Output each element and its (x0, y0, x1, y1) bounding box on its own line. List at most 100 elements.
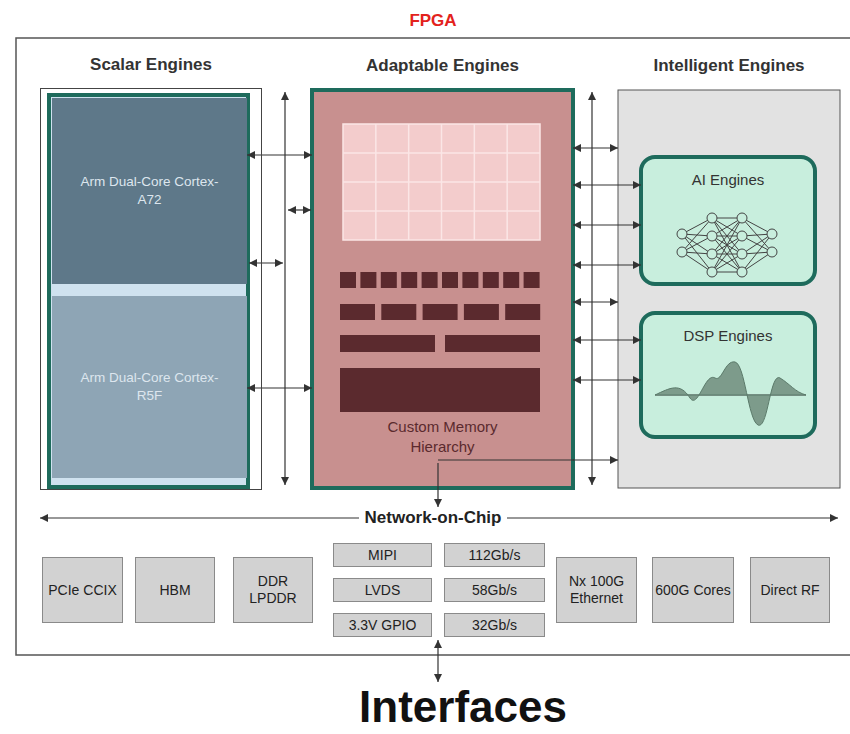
memory-block (340, 368, 540, 412)
box-label: AI Engines (692, 171, 765, 188)
engine-panel: Scalar EnginesArm Dual-Core Cortex-A72Ar… (40, 88, 262, 490)
arrow-head (633, 261, 641, 269)
connector (573, 221, 641, 229)
arrow-head (281, 92, 289, 100)
neural-node (707, 213, 717, 223)
memory-block (381, 272, 397, 288)
neural-node (737, 231, 747, 241)
arrow-head (247, 384, 255, 392)
arrow-head (304, 384, 312, 392)
arrow-head (40, 514, 48, 522)
interface-box: LVDS (333, 578, 432, 602)
connector-line (573, 264, 641, 265)
connector (573, 336, 641, 344)
arrow-head (633, 336, 641, 344)
neural-link (712, 218, 742, 272)
panel-heading: Adaptable Engines (252, 56, 633, 76)
arrow-head (573, 181, 581, 189)
arrow-line (591, 92, 592, 485)
arrow-head (610, 298, 618, 306)
arrow-line (438, 459, 574, 460)
neural-link (712, 218, 742, 272)
box-label: DDR LPDDR (236, 573, 310, 607)
arrow-head (830, 514, 838, 522)
interface-box: PCIe CCIX (42, 557, 123, 623)
interface-box: 112Gb/s (444, 543, 545, 567)
fabric-grid-line (343, 210, 540, 212)
arrow-head (434, 499, 442, 507)
connector-line (247, 387, 312, 388)
arrow-head (573, 144, 581, 152)
box-label: 32Gb/s (472, 617, 517, 634)
arrow-head (281, 477, 289, 485)
memory-block (462, 272, 478, 288)
diagram-caption: Interfaces (0, 682, 850, 732)
engine-panel: Adaptable EnginesCustom Memory Hierarchy (312, 90, 573, 488)
arrow-head (633, 181, 641, 189)
arrow-head (633, 221, 641, 229)
connector (573, 456, 618, 464)
arrow-line (284, 92, 285, 485)
box-label: PCIe CCIX (48, 582, 116, 599)
connector (573, 298, 618, 306)
connector-line (573, 224, 641, 225)
memory-block (483, 272, 499, 288)
memory-block (401, 272, 417, 288)
connector (573, 261, 641, 269)
processor-box: Arm Dual-Core Cortex-A72 (52, 98, 247, 284)
arrow-head (573, 336, 581, 344)
interface-box: 600G Cores (652, 557, 734, 623)
neural-node (707, 249, 717, 259)
arrow-head (573, 221, 581, 229)
neural-node (677, 229, 687, 239)
memory-block (423, 304, 458, 320)
memory-block (340, 335, 435, 352)
neural-node (707, 267, 717, 277)
box-label: Nx 100G Ethernet (559, 573, 634, 607)
memory-block (360, 272, 376, 288)
box-label: MIPI (368, 547, 397, 564)
connector (247, 151, 312, 159)
arrow-head (610, 144, 618, 152)
neural-node (707, 231, 717, 241)
connector (573, 376, 641, 384)
neural-node (737, 267, 747, 277)
arrow-head (434, 674, 442, 682)
box-label: LVDS (365, 582, 401, 599)
connector (573, 144, 618, 152)
box-label: HBM (159, 582, 190, 599)
box-label: 58Gb/s (472, 582, 517, 599)
neural-node (767, 247, 777, 257)
arrow-head (249, 259, 257, 267)
interface-box: HBM (135, 557, 215, 623)
engine-box: AI Engines (641, 157, 815, 284)
arrow-head (434, 640, 442, 648)
memory-block (340, 304, 375, 320)
memory-block (505, 304, 540, 320)
panel-heading: Scalar Engines (0, 55, 321, 75)
engine-panel: Intelligent EnginesAI EnginesDSP Engines (618, 90, 840, 488)
box-label: Arm Dual-Core Cortex-A72 (52, 173, 247, 208)
memory-block (381, 304, 416, 320)
fabric-grid-line (343, 181, 540, 183)
interface-box: Direct RF (750, 557, 830, 623)
box-label: DSP Engines (684, 327, 773, 344)
arrow-head (303, 206, 311, 214)
box-label: 3.3V GPIO (349, 617, 417, 634)
interface-box: 32Gb/s (444, 613, 545, 637)
arrow-head (288, 206, 296, 214)
interface-box: 3.3V GPIO (333, 613, 432, 637)
arrow-head (573, 298, 581, 306)
interface-box: 58Gb/s (444, 578, 545, 602)
diagram-title: FPGA (0, 11, 850, 31)
box-label: Direct RF (760, 582, 819, 599)
memory-block (503, 272, 519, 288)
arrow-head (588, 477, 596, 485)
bus-label: Network-on-Chip (359, 508, 508, 527)
arrow-head (573, 261, 581, 269)
connector (573, 181, 641, 189)
connector-line (247, 154, 312, 155)
memory-block (340, 272, 356, 288)
box-label: Arm Dual-Core Cortex-R5F (52, 369, 247, 404)
